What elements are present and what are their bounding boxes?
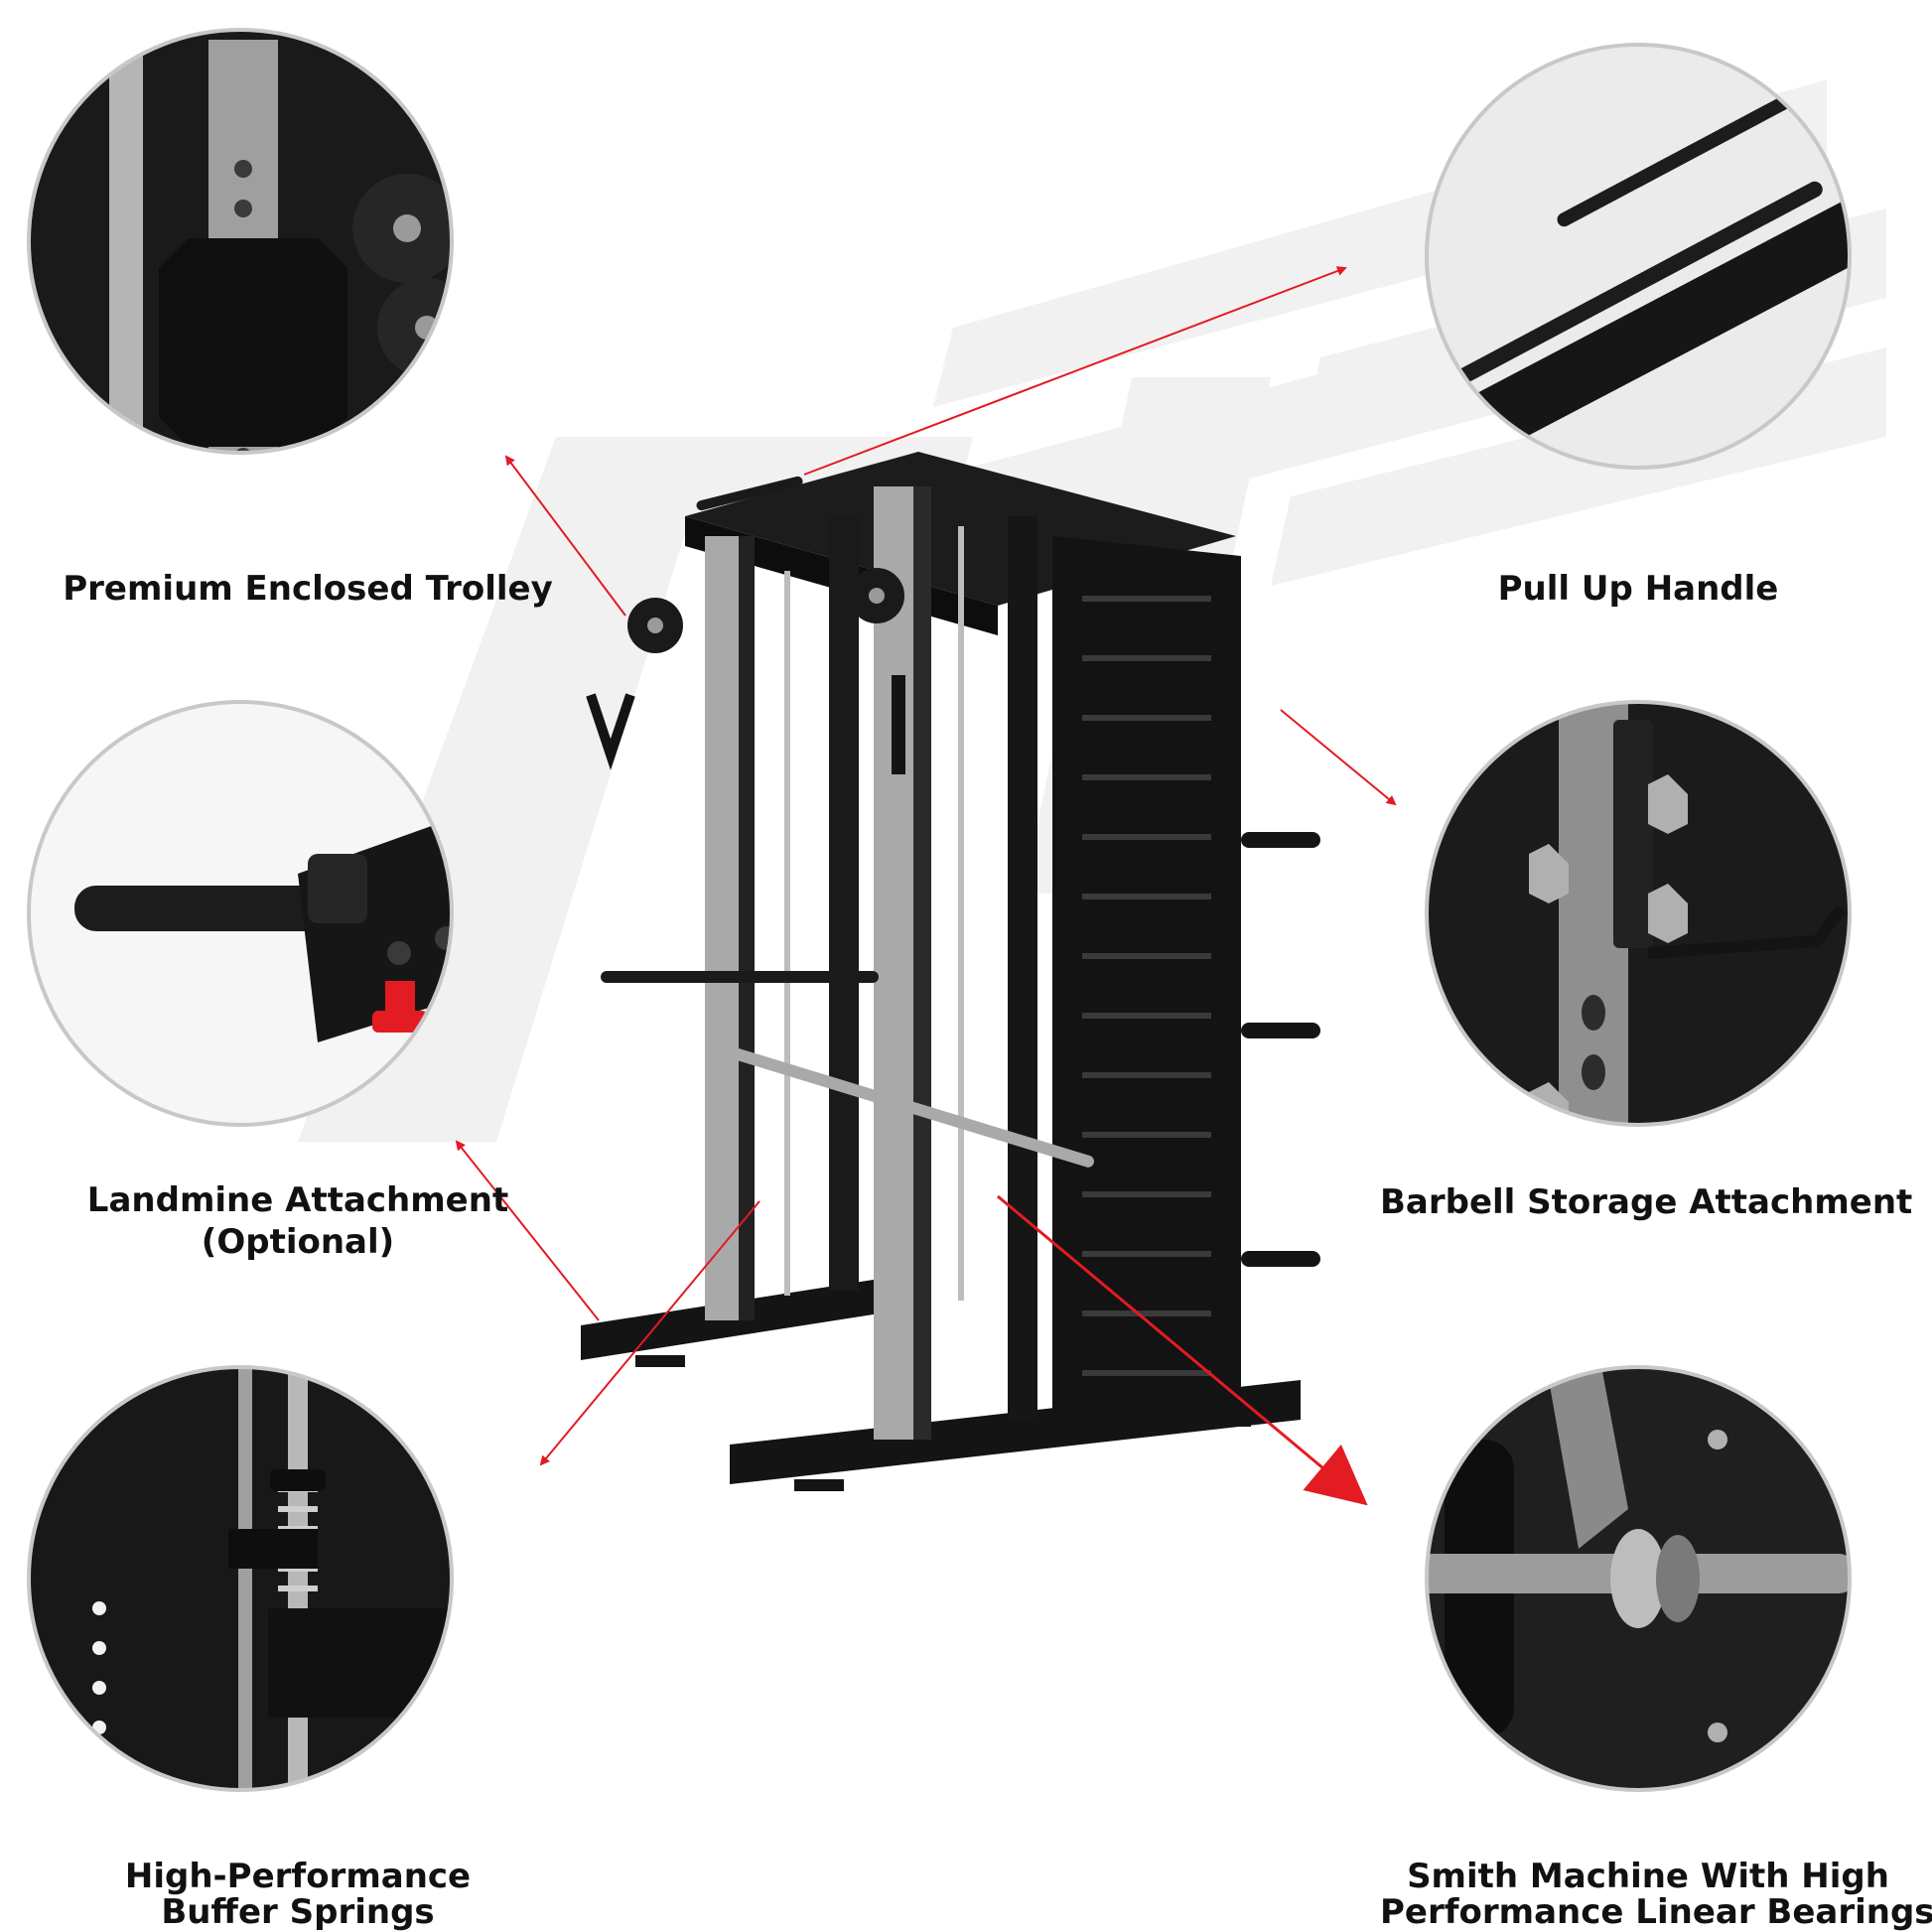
landmine-detail-image [27,700,454,1127]
label-trolley: Premium Enclosed Trolley [63,569,553,609]
pullup-detail-image [1425,43,1852,470]
arrow-to-smith [997,1194,1368,1506]
callout-arrows [455,266,1397,1506]
label-landmine: Landmine Attachment (Optional) [86,1180,509,1262]
arrow-to-barbell-storage [1280,709,1397,806]
label-pullup: Pull Up Handle [1497,569,1779,609]
arrow-to-trolley [504,455,626,617]
arrow-to-pullup [803,266,1347,476]
trolley-detail-image [27,28,454,455]
label-springs: High-Performance Buffer Springs [124,1857,472,1932]
front-right-column [1008,516,1037,1420]
label-smith: Smith Machine With High Performance Line… [1380,1857,1932,1932]
arrow-to-landmine [455,1140,600,1321]
label-barbell-storage: Barbell Storage Attachment [1380,1182,1913,1222]
linear-bearings-detail-image [1425,1365,1852,1792]
cover-slot-pattern [1082,596,1211,1376]
front-left-upright [874,486,913,1440]
barbell-storage-detail-image [1425,700,1852,1127]
rear-left-upright [705,536,739,1320]
rear-right-upright [829,516,859,1291]
weight-stack-cover [1052,536,1241,1420]
arrow-to-springs [539,1200,760,1466]
smith-machine-illustration [581,452,1320,1491]
buffer-springs-detail-image [27,1365,454,1792]
